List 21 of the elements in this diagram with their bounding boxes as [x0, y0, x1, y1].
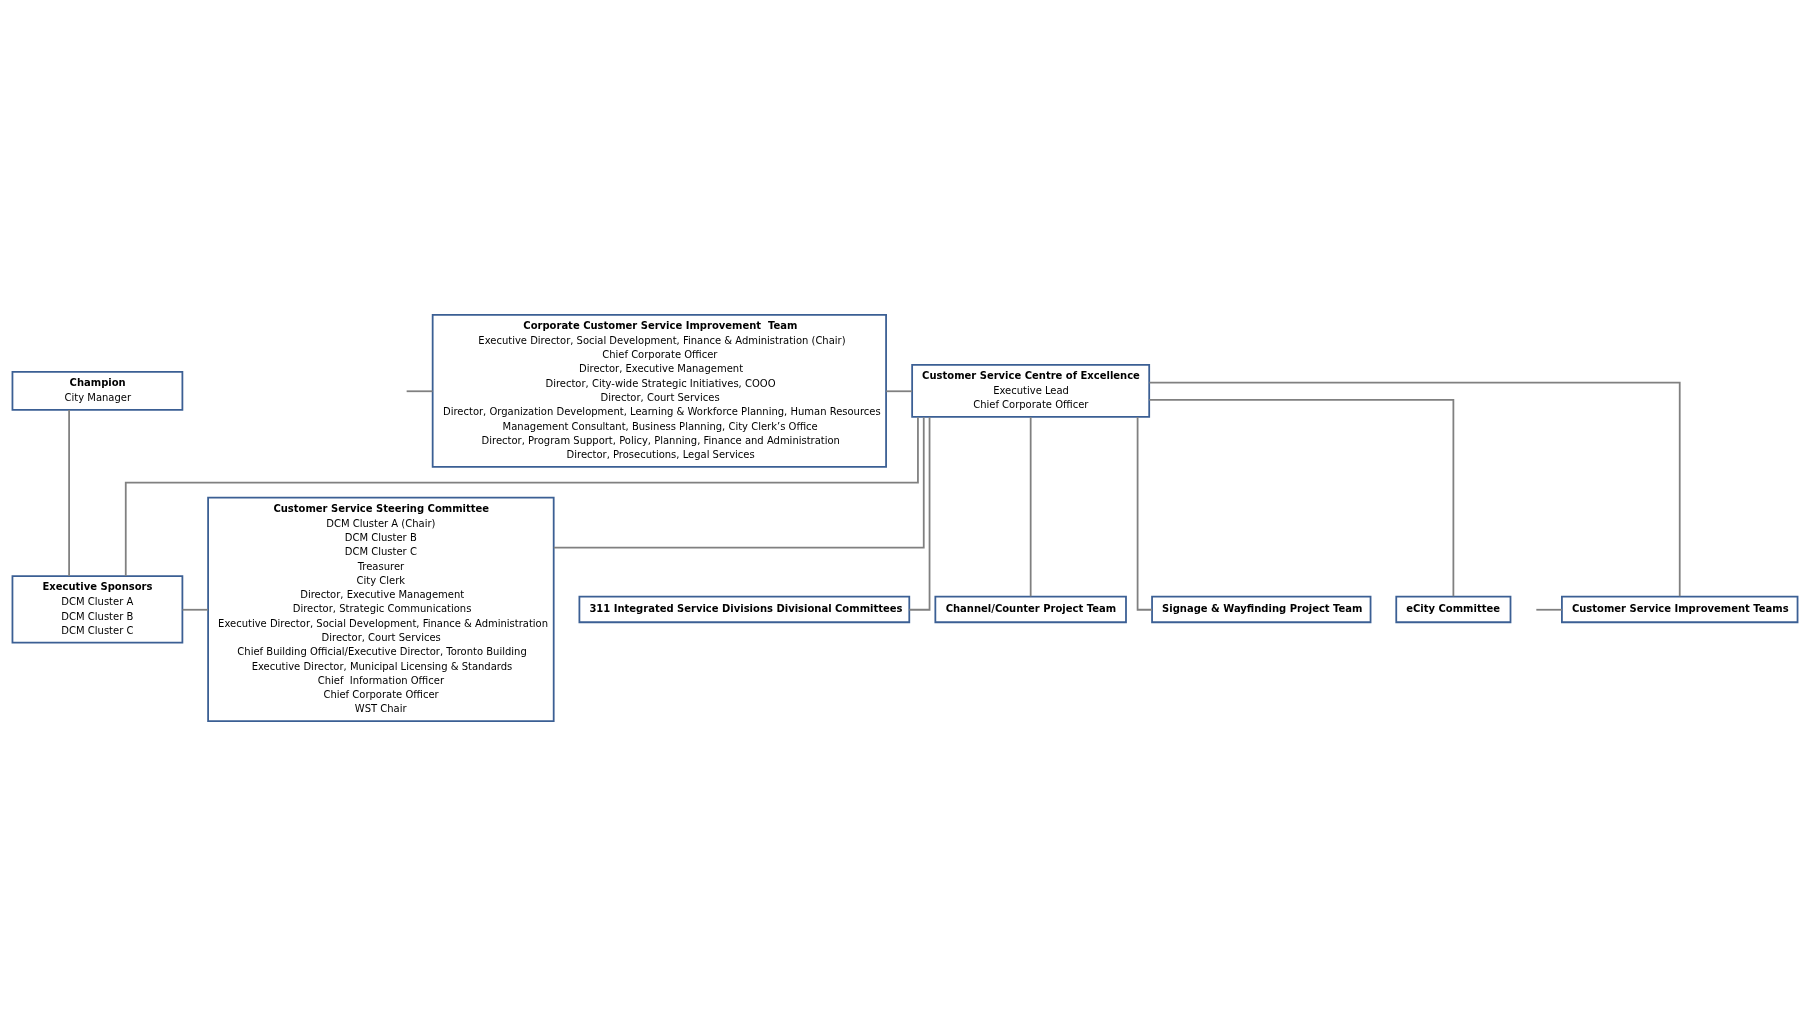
connector [552, 416, 925, 549]
connector [1148, 381, 1681, 598]
connector [1148, 398, 1455, 598]
connector [181, 608, 209, 611]
connector [1029, 416, 1032, 598]
node-box: Champion City Manager [11, 371, 184, 411]
node-box: eCity Committee [1395, 595, 1512, 624]
node-box: Customer Service Steering Committee DCM Cluster A (Chair) DCM Cluster B DCM Cluster C Treasurer City Clerk Director, Executive Management Director, Strategic Communications Executive Director, Social Development, Finance & Administration Director, Court Services Chief Building Official/Executive Director, Toronto Building Executive Director, Municipal Licensing & Standards Chief Information Officer Chief Corporate Officer WST Chair [207, 496, 555, 723]
connector [68, 409, 70, 577]
connector [1535, 608, 1563, 611]
connector [124, 416, 919, 577]
connector [1136, 416, 1153, 611]
node-box: Executive Sponsors DCM Cluster A DCM Cluster B DCM Cluster C [11, 575, 184, 644]
node-box: Signage & Wayfinding Project Team [1151, 595, 1372, 624]
node-box: Corporate Customer Service Improvement Team Executive Director, Social Development, Finance & Administration (Chair) Chief Corporate Officer Director, Executive Management Director, City-wide Strategic Initiatives, COOO Director, Court Services Director, Organization Development, Learning & Workforce Planning, Human Resources Management Consultant, Business Planning, City Clerk’s Office Director, Program Support, Policy, Planning, Finance and Administration Director, Prosecutions, Legal Services [431, 313, 887, 468]
node-box: Customer Service Centre of Excellence Executive Lead Chief Corporate Officer [911, 363, 1151, 418]
node-box: 311 Integrated Service Divisions Divisional Committees [578, 595, 911, 624]
connector [405, 390, 434, 393]
node-box: Channel/Counter Project Team [934, 595, 1127, 624]
connector [885, 390, 913, 393]
node-box: Customer Service Improvement Teams [1561, 595, 1799, 624]
